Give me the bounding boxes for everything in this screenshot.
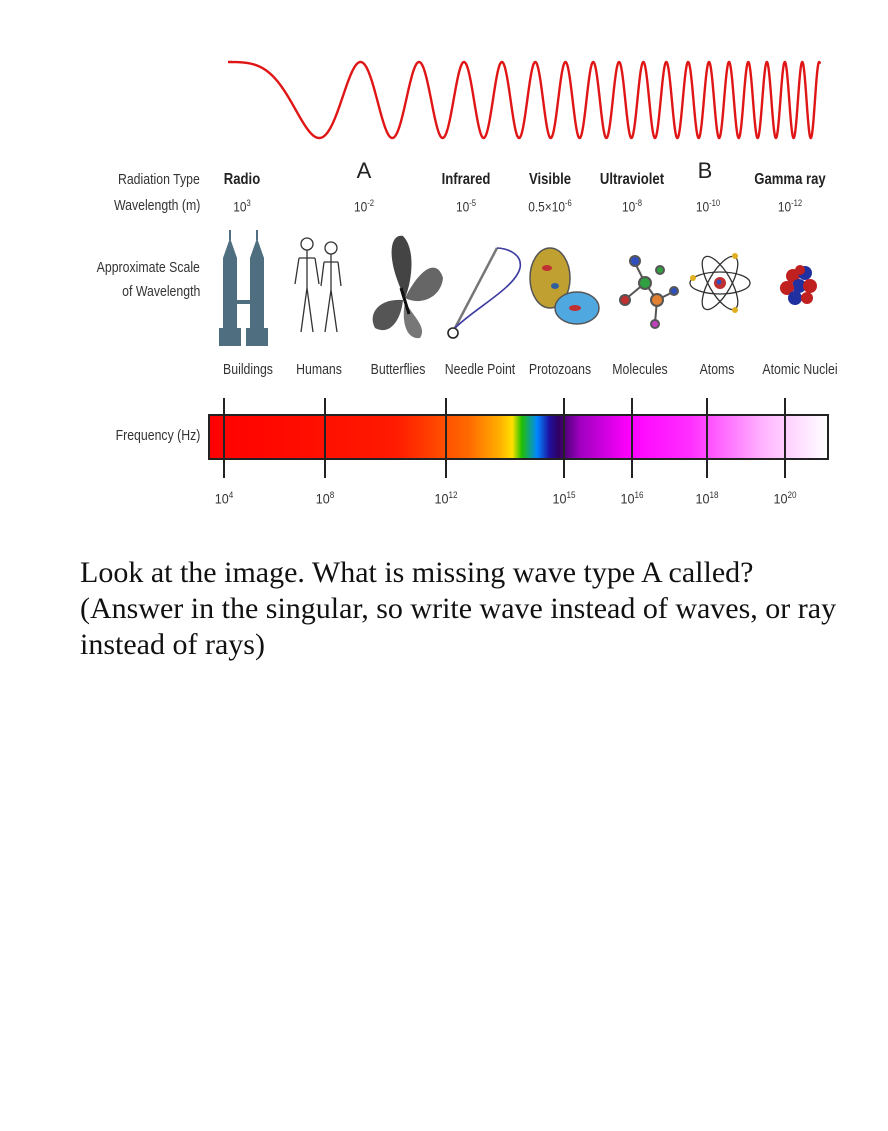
category-gamma-ray: Gamma ray [754,171,826,188]
freq-tick-2 [324,398,326,478]
category-b-missing: B [697,158,713,183]
freq-tick-5 [631,398,633,478]
scale-illustrations [219,230,817,346]
category-a-missing: A [356,158,372,183]
object-atomic-nuclei: Atomic Nuclei [762,361,838,378]
object-molecules: Molecules [612,361,668,378]
wavelength-gamma-ray: 10-12 [777,198,803,215]
wavelength-infrared: 10-5 [455,198,477,215]
buildings-icon [219,230,268,346]
object-protozoans: Protozoans [528,361,592,378]
category-infrared: Infrared [441,171,491,188]
freq-tick-6 [706,398,708,478]
molecule-icon [619,255,679,329]
butterfly-icon [372,235,443,339]
category-radio: Radio [223,171,261,188]
label-radiation-type: Radiation Type [118,171,200,188]
freq-label-5: 1016 [620,490,644,507]
category-ultraviolet: Ultraviolet [599,171,665,188]
freq-label-3: 1012 [434,490,458,507]
category-visible: Visible [528,171,572,188]
wavelength-a: 10-2 [353,198,375,215]
freq-tick-3 [445,398,447,478]
label-wavelength: Wavelength (m) [113,197,200,214]
label-scale-line2: of Wavelength [121,283,200,300]
object-needle-point: Needle Point [444,361,516,378]
freq-label-2: 108 [315,490,335,507]
humans-icon [294,237,342,333]
protozoan-icon [529,247,600,325]
needle-icon [447,247,522,339]
freq-label-4: 1015 [552,490,576,507]
freq-tick-7 [784,398,786,478]
wave-diagram [228,60,822,140]
atom-icon [689,253,751,313]
wavelength-visible: 0.5×10-6 [528,198,572,215]
label-scale-line1: Approximate Scale [96,259,200,276]
freq-label-6: 1018 [695,490,719,507]
wavelength-ultraviolet: 10-8 [621,198,643,215]
freq-label-1: 104 [214,490,234,507]
wavelength-radio: 103 [233,198,251,215]
freq-tick-1 [223,398,225,478]
object-humans: Humans [296,361,342,378]
label-frequency: Frequency (Hz) [115,427,200,444]
wavelength-b: 10-10 [695,198,721,215]
object-butterflies: Butterflies [370,361,426,378]
question-text: Look at the image. What is missing wave … [80,556,837,661]
frequency-spectrum-bar [208,414,829,460]
freq-tick-4 [563,398,565,478]
object-buildings: Buildings [223,361,273,378]
atomic-nucleus-icon [780,265,817,305]
object-atoms: Atoms [699,361,735,378]
freq-label-7: 1020 [773,490,797,507]
wave-line [228,60,822,140]
